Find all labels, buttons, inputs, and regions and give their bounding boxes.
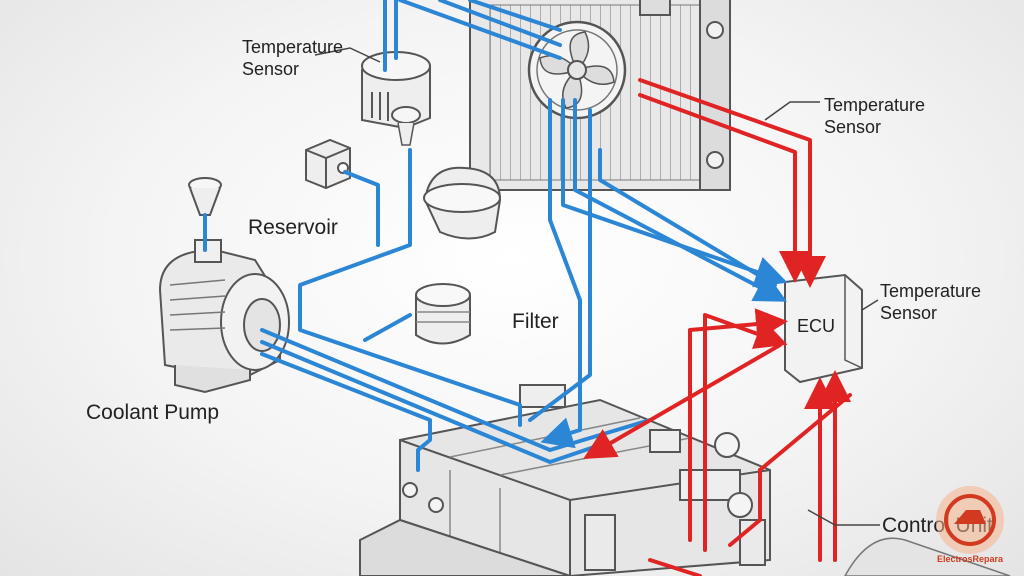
filter-canister (415, 283, 471, 345)
label-temperature-sensor-top-right: Temperature Sensor (824, 95, 926, 137)
hot-lines (583, 78, 852, 576)
fan-icon (527, 20, 627, 120)
coolant-pump (158, 239, 290, 394)
filler-neck (188, 177, 222, 216)
label-ecu: ECU (797, 316, 836, 336)
label-temperature-sensor-top-left: Temperature Sensor (242, 37, 344, 79)
label-coolant-pump: Coolant Pump (86, 401, 220, 424)
label-temperature-sensor-right: Temperature Sensor (880, 281, 982, 323)
ecu-box (784, 273, 863, 384)
leader-lines (314, 47, 880, 526)
watermark-text: ElectrosRepara (936, 554, 1004, 564)
coolant-lines (203, 0, 788, 472)
reservoir-tank (423, 166, 502, 240)
brand-logo-icon: ElectrosRepara (920, 480, 1020, 572)
temperature-sensor-unit (361, 51, 431, 146)
battery-module (359, 384, 1011, 576)
label-filter: Filter (512, 310, 559, 333)
sensor-cube (305, 138, 351, 190)
label-reservoir: Reservoir (248, 216, 338, 239)
